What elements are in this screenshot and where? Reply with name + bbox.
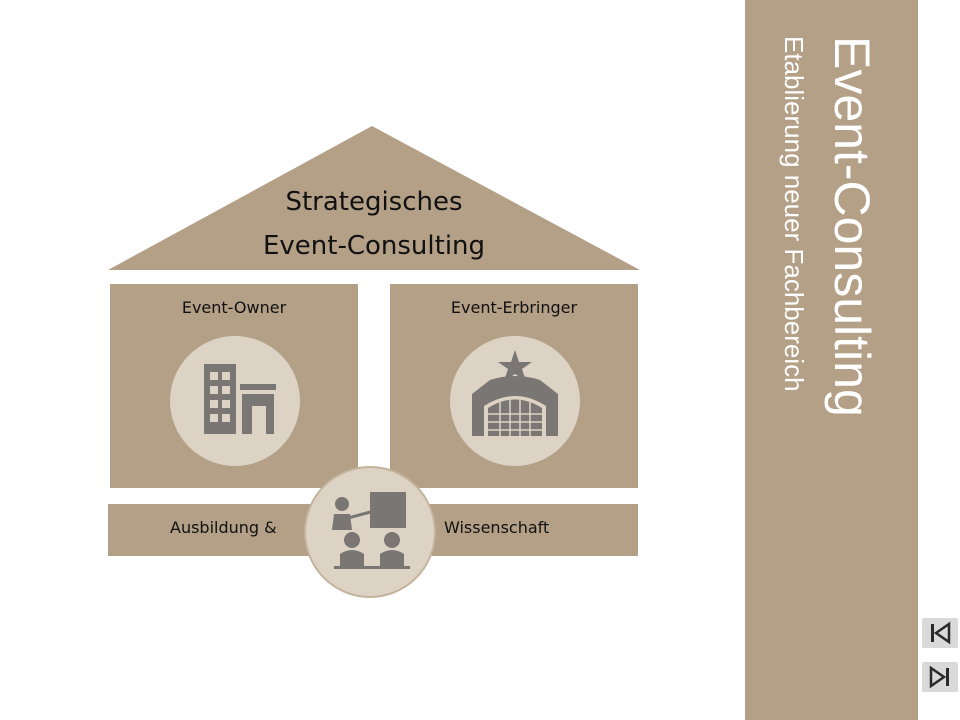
pillar-label-event-erbringer: Event-Erbringer [450,298,578,317]
pillar-event-owner: Event-Owner [110,284,358,488]
last-slide-button[interactable] [922,662,958,692]
roof-title: Strategisches Event-Consulting [108,180,640,268]
pillar-event-erbringer: Event-Erbringer [390,284,638,488]
teaching-circle [304,466,436,598]
sidebar-subtitle: Etablierung neuer Fachbereich [779,36,809,392]
sidebar-panel: Event-Consulting Etablierung neuer Fachb… [745,0,918,720]
base-label-ausbildung: Ausbildung & [170,518,277,537]
teacher-students-icon [332,492,410,569]
roof-title-line2: Event-Consulting [262,231,486,261]
office-building-icon [204,364,276,434]
sidebar-title: Event-Consulting [824,36,880,417]
roof-triangle [108,126,640,270]
pillar-label-event-owner: Event-Owner [181,298,287,317]
base-label-wissenschaft: Wissenschaft [444,518,550,537]
event-owner-circle [170,336,300,466]
roof-title-line1: Strategisches [285,187,463,217]
skip-to-last-icon [929,665,949,689]
event-erbringer-circle [450,336,580,466]
first-slide-button[interactable] [922,618,958,648]
skip-to-first-icon [931,621,951,645]
event-hall-star-icon [472,350,558,436]
